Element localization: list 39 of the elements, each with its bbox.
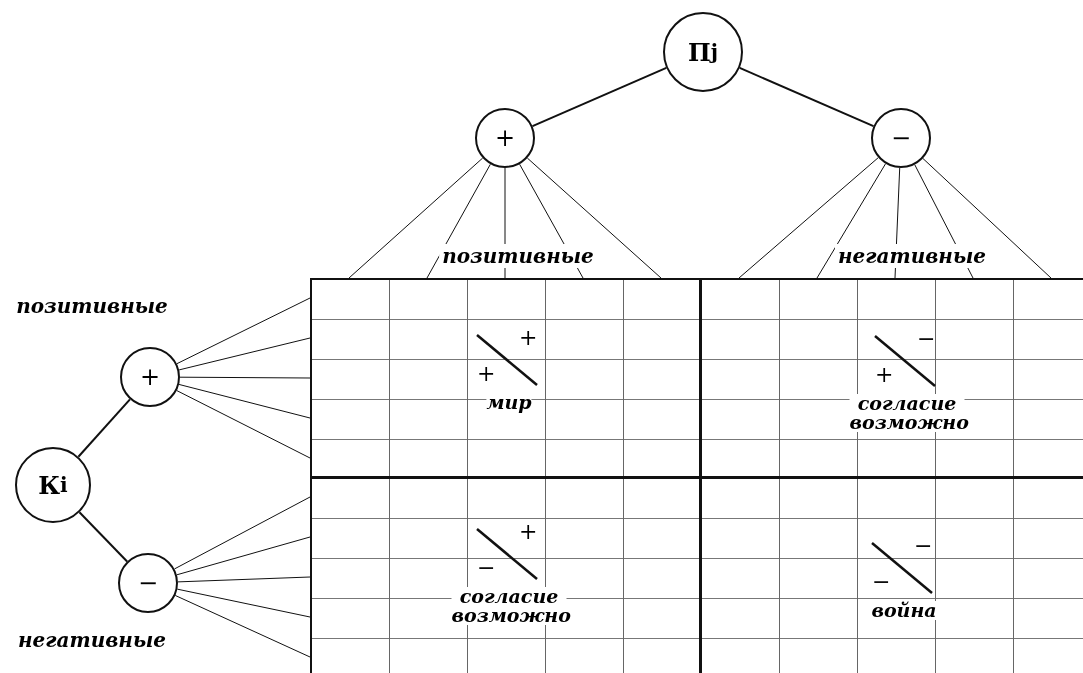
fan-line	[348, 157, 484, 279]
fan-line	[922, 157, 1052, 279]
sign-label: +	[519, 327, 538, 349]
quadrant-caption: война	[871, 601, 937, 620]
tree-line	[531, 66, 668, 128]
grid-quadrant	[312, 479, 702, 673]
sign-label: −	[477, 557, 496, 579]
sign-label: −	[917, 328, 936, 350]
fan-line	[177, 576, 311, 583]
grid-quadrant	[702, 479, 1083, 673]
fan-line	[426, 163, 491, 279]
tree-line	[78, 511, 129, 563]
circle-node: −	[118, 553, 178, 613]
fan-line	[526, 157, 662, 279]
fan-line	[176, 390, 311, 459]
grid-quadrant	[702, 280, 1083, 479]
fan-line	[178, 337, 311, 371]
fan-line	[176, 588, 311, 618]
fan-line	[178, 383, 311, 419]
fan-line	[179, 376, 311, 379]
sign-label: −	[914, 535, 933, 557]
sign-label: +	[875, 364, 894, 386]
sign-label: +	[519, 521, 538, 543]
grid-quadrant	[312, 280, 702, 479]
fan-line	[174, 496, 311, 570]
sign-label: +	[477, 363, 496, 385]
circle-node: −	[871, 108, 931, 168]
grid-table	[310, 278, 1083, 673]
fan-line	[816, 163, 887, 279]
circle-node: +	[475, 108, 535, 168]
fan-line	[176, 536, 311, 576]
tree-line	[738, 66, 875, 128]
tree-line	[77, 398, 131, 458]
fan-line	[176, 297, 311, 365]
circle-node: +	[120, 347, 180, 407]
fan-line	[174, 594, 311, 658]
axis-label: негативные	[835, 244, 989, 268]
fan-line	[738, 157, 879, 279]
sign-label: −	[872, 571, 891, 593]
